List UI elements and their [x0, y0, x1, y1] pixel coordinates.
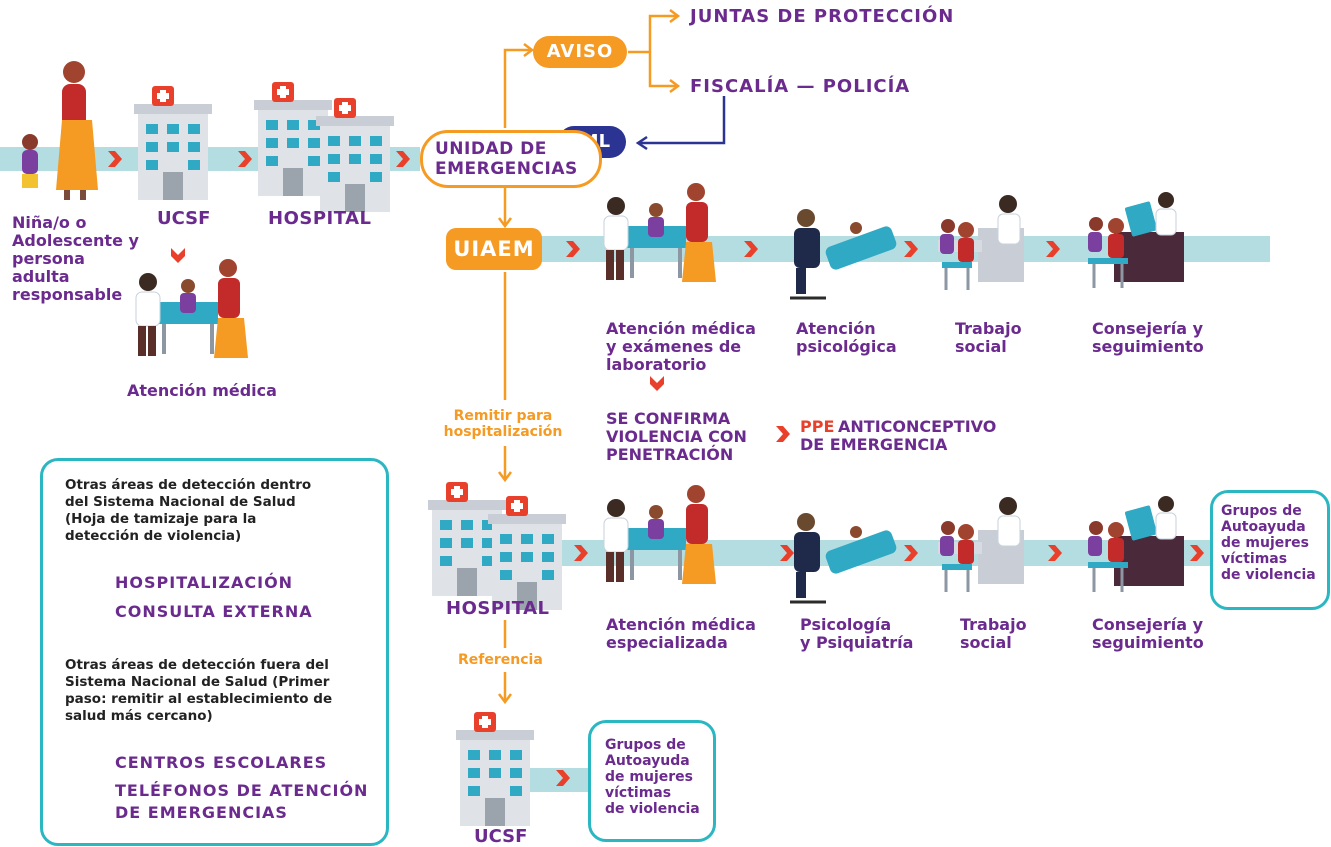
connector-unidad-aviso: [503, 48, 530, 128]
fiscalia-label: FISCALÍA — POLICÍA: [690, 76, 911, 97]
centros-escolares-item: CENTROS ESCOLARES: [115, 753, 328, 772]
uiaem-step-3-label: Trabajo social: [955, 319, 1022, 356]
uiaem-step-4-label: Consejería y seguimiento: [1092, 319, 1204, 356]
ucsf-label: UCSF: [157, 208, 211, 229]
uiaem-pill: UIAEM: [446, 228, 542, 270]
uiaem-step-1-label: Atención médica y exámenes de laboratori…: [606, 319, 756, 374]
hospital-building-icon: [254, 82, 394, 212]
ppe-label: PPE: [800, 417, 835, 436]
chevron-down-icon: [650, 376, 664, 391]
bottom-grupos-label: Grupos de Autoayuda de mujeres víctimas …: [605, 737, 700, 817]
arrow-head-icon: [498, 217, 512, 229]
arrow-head-icon: [498, 471, 512, 483]
telefonos-item: TELÉFONOS DE ATENCIÓN DE EMERGENCIAS: [115, 781, 369, 822]
child-adult-label: Niña/o o Adolescente y persona adulta re…: [12, 213, 139, 304]
bottom-grupos-box: Grupos de Autoayuda de mujeres víctimas …: [588, 720, 716, 842]
referencia-label: Referencia: [458, 652, 543, 668]
remitir-label: Remitir para hospitalización: [443, 408, 563, 440]
detection-areas-box: Otras áreas de detección dentro del Sist…: [40, 458, 389, 846]
medical-care-label: Atención médica: [127, 381, 277, 400]
aviso-pill: AVISO: [533, 36, 627, 68]
confirma-label: SE CONFIRMA VIOLENCIA CON PENETRACIÓN: [606, 409, 747, 464]
hospital-label: HOSPITAL: [268, 208, 372, 229]
hospital-step-3-label: Trabajo social: [960, 615, 1027, 652]
unidad-emergencias-label: UNIDAD DE EMERGENCIAS: [435, 139, 578, 179]
hospital-step-4-label: Consejería y seguimiento: [1092, 615, 1204, 652]
internal-detection-title: Otras áreas de detección dentro del Sist…: [65, 477, 312, 544]
unidad-emergencias-box: UNIDAD DE EMERGENCIAS: [420, 130, 602, 188]
chevron-icon: [776, 426, 790, 442]
ucsf-building-icon: [134, 86, 212, 200]
social-work-illustration: [936, 193, 1026, 292]
hospitalizacion-item: HOSPITALIZACIÓN: [115, 573, 294, 592]
arrow-head-icon: [669, 9, 681, 93]
grupos-autoayuda-label: Grupos de Autoayuda de mujeres víctimas …: [1221, 503, 1316, 583]
consulta-externa-item: CONSULTA EXTERNA: [115, 602, 313, 621]
ppe-rest-label: ANTICONCEPTIVO DE EMERGENCIA: [800, 417, 997, 454]
family-illustration: [22, 61, 98, 200]
ucsf-building-icon: [456, 712, 534, 826]
grupos-autoayuda-box: Grupos de Autoayuda de mujeres víctimas …: [1210, 490, 1330, 610]
connector-aviso-branches: [628, 14, 676, 88]
arrow-head-icon: [635, 135, 648, 151]
chevron-down-icon: [171, 248, 185, 263]
bottom-ucsf-label: UCSF: [474, 826, 528, 847]
medical-care-illustration: [603, 484, 717, 585]
connector-fiscalia-iml: [640, 96, 726, 145]
hospital-row-label: HOSPITAL: [446, 598, 550, 619]
juntas-label: JUNTAS DE PROTECCIÓN: [690, 6, 955, 27]
social-work-illustration: [936, 495, 1026, 594]
hospital-building-icon: [428, 482, 566, 610]
medical-care-illustration: [603, 182, 717, 283]
medical-care-illustration: [135, 258, 249, 359]
arrow-head-icon: [498, 693, 512, 705]
arrow-head-icon: [523, 43, 535, 57]
external-detection-title: Otras áreas de detección fuera del Siste…: [65, 657, 333, 724]
uiaem-step-2-label: Atención psicológica: [796, 319, 897, 356]
hospital-step-1-label: Atención médica especializada: [606, 615, 756, 652]
hospital-step-2-label: Psicología y Psiquiatría: [800, 615, 914, 652]
